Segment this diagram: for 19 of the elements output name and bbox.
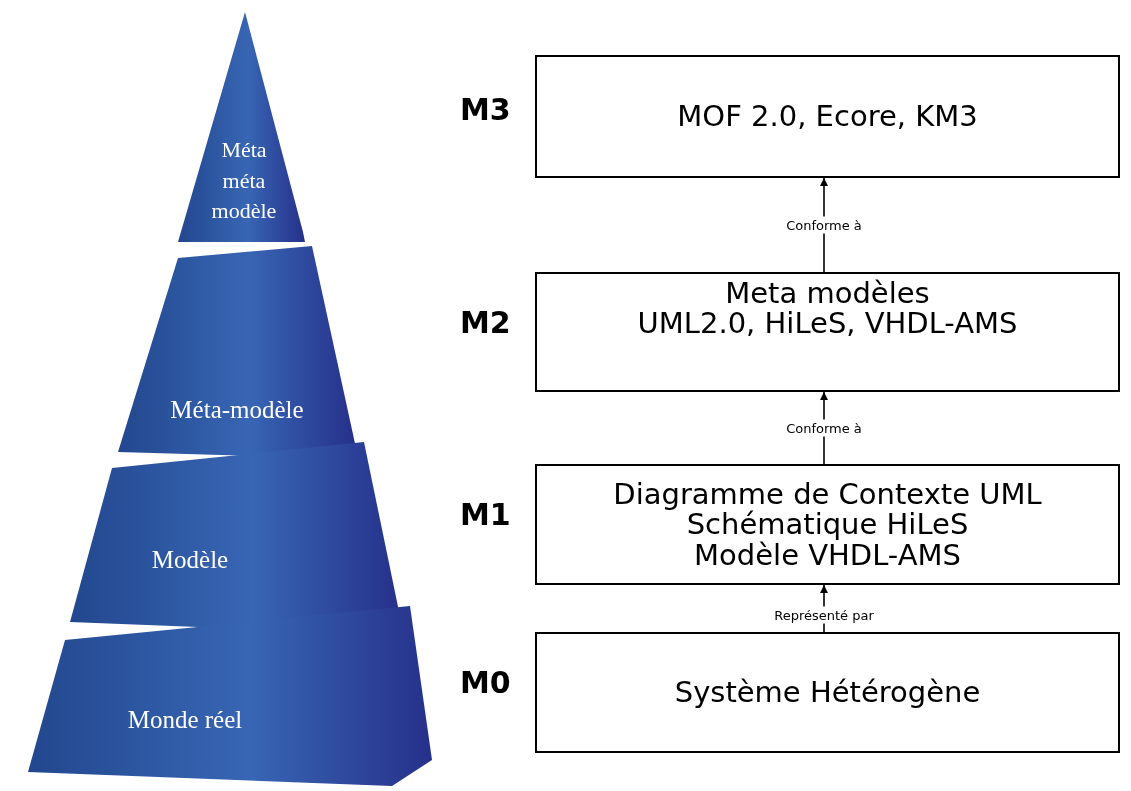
level-box	[535, 272, 1120, 392]
layer-label: Monde réel	[126, 705, 244, 736]
layer-label: Méta méta modèle	[210, 135, 278, 226]
level-label: M3	[460, 92, 511, 127]
level-text: Diagramme de Contexte UML	[613, 478, 1042, 510]
layer-label: Modèle	[150, 545, 230, 576]
layer-label: Méta-modèle	[169, 395, 305, 426]
level-box	[535, 55, 1120, 178]
level-label: M0	[460, 665, 511, 700]
level-label: M1	[460, 497, 511, 532]
level-text: MOF 2.0, Ecore, KM3	[677, 101, 978, 132]
level-text: Modèle VHDL-AMS	[694, 539, 961, 571]
level-text: Système Hétérogène	[674, 677, 981, 708]
level-box	[535, 464, 1120, 585]
level-box	[535, 632, 1120, 753]
level-text: Meta modèles	[725, 278, 930, 309]
level-label: M2	[460, 305, 511, 340]
level-text: Schématique HiLeS	[686, 509, 969, 540]
level-text: UML2.0, HiLeS, VHDL-AMS	[637, 308, 1018, 339]
